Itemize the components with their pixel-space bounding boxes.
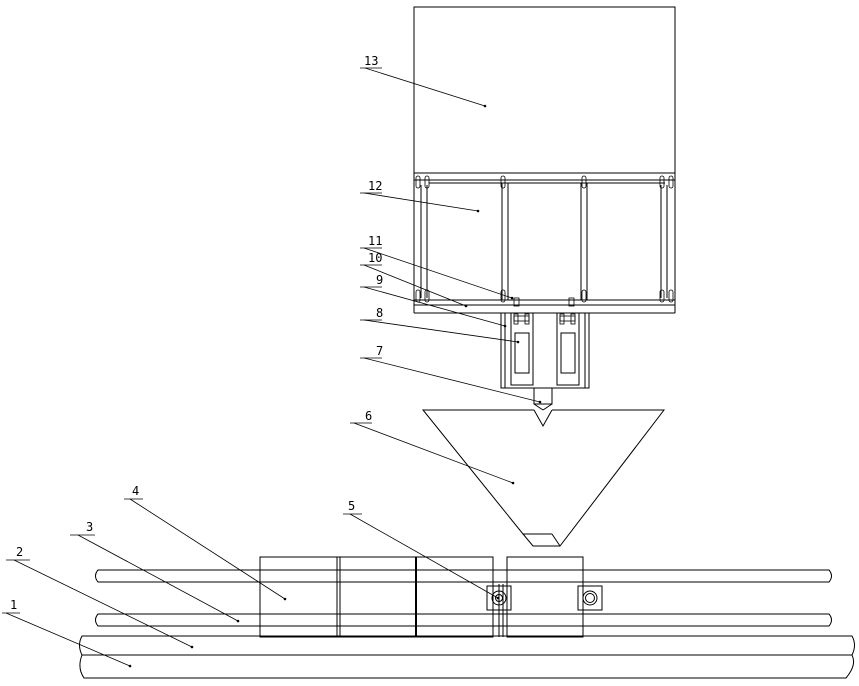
frame-12 — [414, 173, 675, 313]
housing-7-11 — [501, 298, 589, 410]
leader-lines — [2, 68, 540, 666]
label-7: 7 — [376, 344, 383, 358]
reference-numerals: 13 12 11 10 9 8 7 6 5 4 3 2 1 — [10, 54, 383, 612]
box-13 — [414, 7, 675, 173]
hopper-6 — [423, 410, 664, 546]
label-8: 8 — [376, 306, 383, 320]
label-3: 3 — [86, 520, 93, 534]
conveyor — [80, 557, 855, 678]
label-12: 12 — [368, 179, 382, 193]
label-2: 2 — [16, 545, 23, 559]
label-11: 11 — [368, 234, 382, 248]
label-4: 4 — [132, 484, 139, 498]
label-5: 5 — [348, 499, 355, 513]
label-10: 10 — [368, 251, 382, 265]
label-13: 13 — [364, 54, 378, 68]
label-9: 9 — [376, 273, 383, 287]
label-1: 1 — [10, 598, 17, 612]
label-6: 6 — [365, 409, 372, 423]
leader-dots — [129, 105, 542, 668]
